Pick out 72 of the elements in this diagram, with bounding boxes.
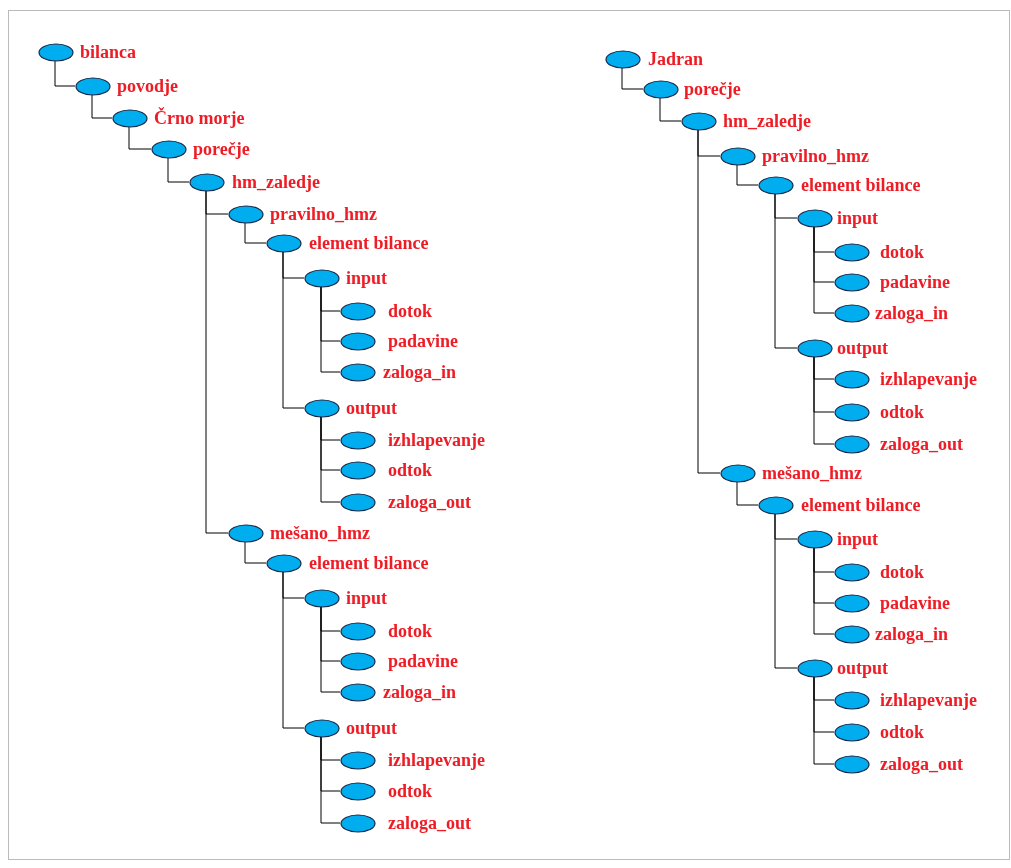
node-label: pravilno_hmz — [762, 145, 869, 167]
node-label: odtok — [880, 401, 924, 423]
connector-line — [813, 226, 835, 314]
node-label: zaloga_out — [388, 491, 471, 513]
node-label: porečje — [193, 138, 250, 160]
node-label: mešano_hmz — [270, 522, 370, 544]
node-label: pravilno_hmz — [270, 203, 377, 225]
node-label: element bilance — [309, 552, 429, 574]
node-label: zaloga_out — [880, 753, 963, 775]
node-label: zaloga_in — [383, 361, 456, 383]
connector-line — [621, 67, 644, 90]
connector-line — [128, 126, 152, 150]
node-label: input — [837, 207, 879, 229]
node-label: odtok — [880, 721, 924, 743]
node-label: padavine — [388, 650, 459, 672]
node-label: padavine — [388, 330, 459, 352]
connector-line — [320, 416, 341, 503]
connector-line — [320, 286, 341, 373]
node-label: dotok — [880, 241, 924, 263]
node-label: zaloga_out — [880, 433, 963, 455]
connector-line — [697, 129, 721, 474]
node-label: input — [837, 528, 879, 550]
connector-line — [244, 222, 267, 244]
connector-line — [91, 94, 113, 119]
connector-line — [282, 571, 305, 729]
node-label: Črno morje — [154, 107, 245, 129]
node-label: input — [346, 587, 388, 609]
connector-line — [736, 481, 759, 506]
node-label: element bilance — [801, 174, 921, 196]
connector-line — [320, 606, 341, 693]
node-label: izhlapevanje — [880, 689, 977, 711]
node-label: odtok — [388, 780, 432, 802]
node-label: zaloga_in — [875, 623, 948, 645]
node-label: padavine — [880, 592, 951, 614]
node-label: output — [837, 337, 889, 359]
node-label: izhlapevanje — [388, 429, 485, 451]
node-label: porečje — [684, 78, 741, 100]
node-label: element bilance — [801, 494, 921, 516]
node-label: output — [837, 657, 889, 679]
node-label: padavine — [880, 271, 951, 293]
connector-line — [282, 251, 305, 409]
connector-line — [813, 356, 835, 445]
node-label: input — [346, 267, 388, 289]
node-label: dotok — [880, 561, 924, 583]
connector-line — [320, 736, 341, 824]
node-label: hm_zaledje — [232, 171, 320, 193]
node-label: izhlapevanje — [880, 368, 977, 390]
node-label: dotok — [388, 620, 432, 642]
connector-line — [736, 164, 759, 186]
node-label: zaloga_in — [383, 681, 456, 703]
node-label: zaloga_in — [875, 302, 948, 324]
node-label: dotok — [388, 300, 432, 322]
connector-line — [774, 193, 798, 349]
connector-line — [813, 547, 835, 635]
node-label: odtok — [388, 459, 432, 481]
node-label: Jadran — [648, 48, 703, 70]
connector-line — [244, 541, 267, 564]
connector-line — [813, 676, 835, 765]
node-label: element bilance — [309, 232, 429, 254]
node-label: povodje — [117, 75, 178, 97]
node-label: zaloga_out — [388, 812, 471, 834]
node-label: bilanca — [80, 41, 136, 63]
connector-line — [774, 513, 798, 669]
node-label: mešano_hmz — [762, 462, 862, 484]
connector-line — [659, 97, 682, 122]
connector-line — [167, 157, 190, 183]
node-label: output — [346, 717, 398, 739]
connector-line — [54, 60, 76, 87]
node-label: izhlapevanje — [388, 749, 485, 771]
node-label: hm_zaledje — [723, 110, 811, 132]
connector-line — [205, 190, 229, 534]
node-label: output — [346, 397, 398, 419]
